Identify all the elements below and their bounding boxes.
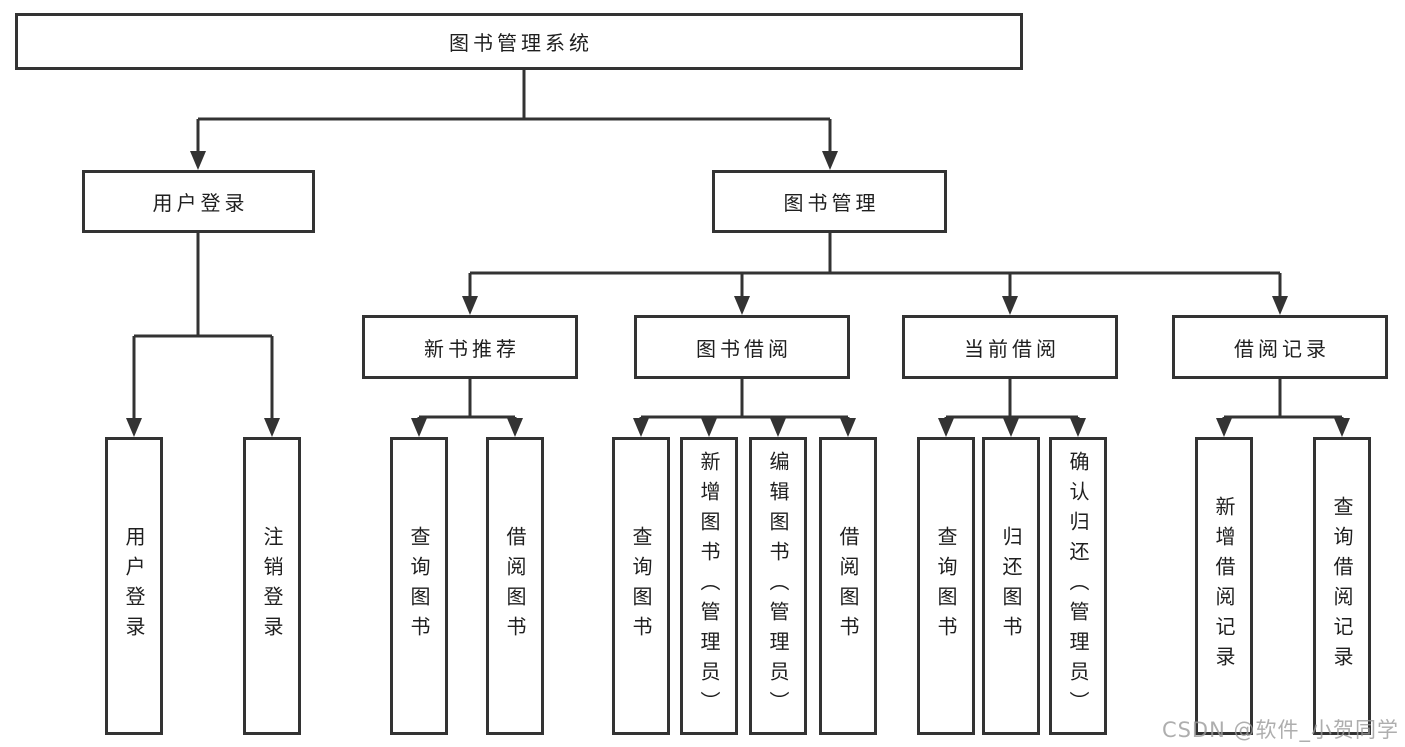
leaf-edit-book-admin: 编辑图书（管理员） <box>749 437 807 735</box>
leaf-query-book-recommend: 查询图书 <box>390 437 448 735</box>
node-label: 新书推荐 <box>424 336 520 361</box>
node-label: 当前借阅 <box>964 336 1060 361</box>
leaf-add-borrow-record: 新增借阅记录 <box>1195 437 1253 735</box>
leaf-add-book-admin: 新增图书（管理员） <box>680 437 738 735</box>
leaf-borrow-book-recommend: 借阅图书 <box>486 437 544 735</box>
node-book-management: 图书管理 <box>712 170 947 233</box>
node-borrow-records: 借阅记录 <box>1172 315 1388 379</box>
node-user-login: 用户登录 <box>82 170 315 233</box>
leaf-confirm-return-admin: 确认归还（管理员） <box>1049 437 1107 735</box>
leaf-query-book-current: 查询图书 <box>917 437 975 735</box>
node-label: 图书管理系统 <box>449 31 593 55</box>
watermark: CSDN @软件_小贺同学 <box>1161 718 1399 742</box>
leaf-borrow-book-borrowing: 借阅图书 <box>819 437 877 735</box>
leaf-user-login: 用户登录 <box>105 437 163 735</box>
node-new-book-recommend: 新书推荐 <box>362 315 578 379</box>
leaf-logout: 注销登录 <box>243 437 301 735</box>
leaf-return-book: 归还图书 <box>982 437 1040 735</box>
node-library-management-system: 图书管理系统 <box>15 13 1023 70</box>
node-label: 借阅记录 <box>1234 336 1330 361</box>
node-label: 用户登录 <box>152 191 249 215</box>
node-label: 图书借阅 <box>696 336 792 361</box>
node-label: 图书管理 <box>783 191 880 215</box>
node-book-borrowing: 图书借阅 <box>634 315 850 379</box>
leaf-query-borrow-record: 查询借阅记录 <box>1313 437 1371 735</box>
leaf-query-book-borrowing: 查询图书 <box>612 437 670 735</box>
node-current-borrowing: 当前借阅 <box>902 315 1118 379</box>
